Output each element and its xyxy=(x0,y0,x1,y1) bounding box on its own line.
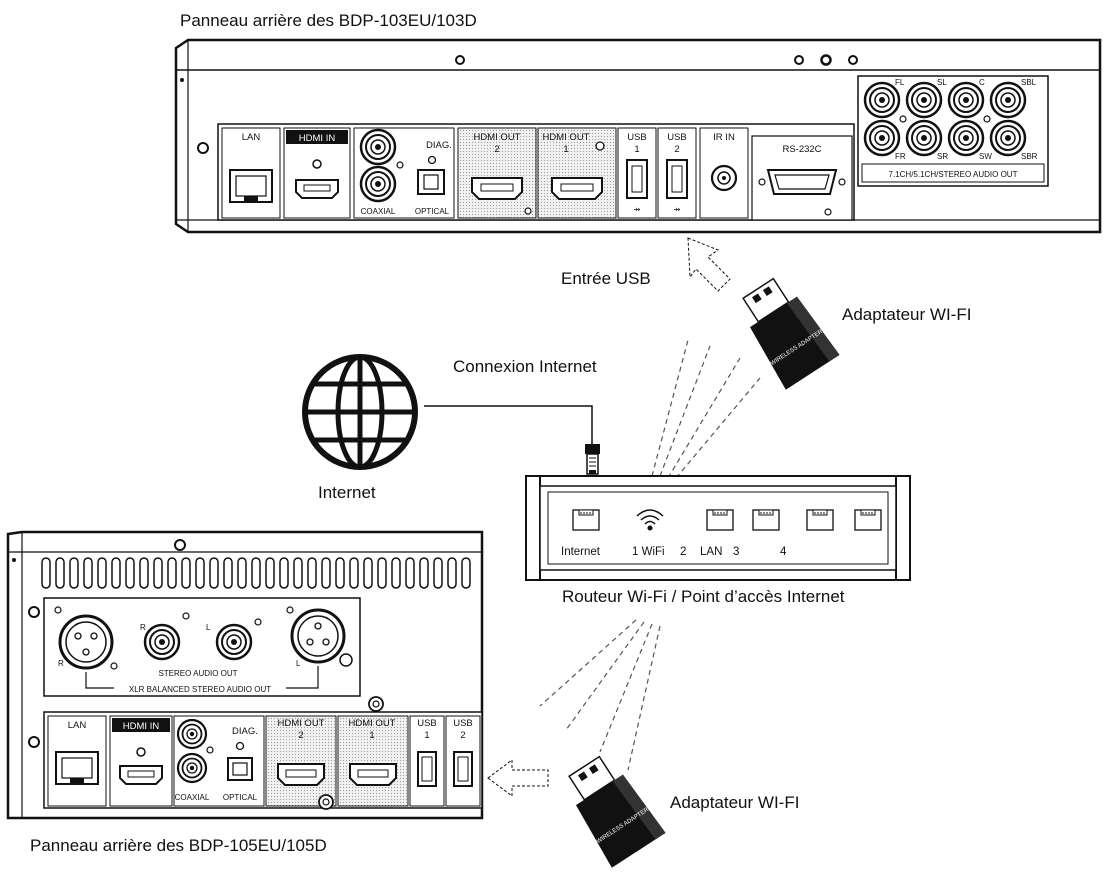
svg-text:3: 3 xyxy=(733,546,739,558)
svg-text:1: 1 xyxy=(563,144,568,155)
xlr-left-connector xyxy=(290,608,346,664)
bottom-vents xyxy=(41,557,471,589)
internet-caption: Internet xyxy=(318,483,376,502)
wifi-adapter-top-caption: Adaptateur WI-FI xyxy=(842,305,971,324)
top-lan-port: LAN xyxy=(221,127,281,219)
top-panel-caption: Panneau arrière des BDP-103EU/103D xyxy=(180,11,477,30)
svg-text:LAN: LAN xyxy=(700,546,722,558)
svg-text:LAN: LAN xyxy=(68,720,87,731)
router-lan-port-4 xyxy=(854,509,882,531)
svg-text:1: 1 xyxy=(424,730,429,741)
top-hdmi-in-port: HDMI IN xyxy=(283,127,351,219)
svg-text:2: 2 xyxy=(680,546,686,558)
svg-text:⇸: ⇸ xyxy=(674,205,681,214)
top-usb-1-port: USB 1 ⇸ xyxy=(617,127,657,219)
svg-text:SL: SL xyxy=(937,78,947,87)
svg-text:USB: USB xyxy=(667,132,687,143)
svg-text:HDMI IN: HDMI IN xyxy=(123,721,160,732)
xlr-right-connector xyxy=(58,614,114,670)
svg-text:RS-232C: RS-232C xyxy=(782,144,821,155)
svg-text:SW: SW xyxy=(979,152,992,161)
svg-text:COAXIAL: COAXIAL xyxy=(361,207,396,216)
svg-text:4: 4 xyxy=(780,546,787,558)
usb-input-caption: Entrée USB xyxy=(561,269,651,288)
bottom-lan-port: LAN xyxy=(47,715,107,807)
top-digital-audio-block: DIAG. COAXIAL OPTICAL xyxy=(353,127,455,219)
svg-text:1: 1 xyxy=(634,144,639,155)
globe-icon xyxy=(302,354,418,470)
svg-text:L: L xyxy=(206,623,211,632)
svg-text:2: 2 xyxy=(674,144,679,155)
svg-text:HDMI IN: HDMI IN xyxy=(299,133,336,144)
bottom-usb-1-port: USB 1 xyxy=(409,715,445,807)
bottom-panel-caption: Panneau arrière des BDP-105EU/105D xyxy=(30,836,327,855)
svg-text:2: 2 xyxy=(298,730,303,741)
wireless-signal-bottom xyxy=(539,619,661,771)
wifi-adapter-top: WIRELESS ADAPTER xyxy=(742,277,840,390)
wireless-signal-top xyxy=(651,339,761,479)
wifi-router: Internet 1 WiFi 2 LAN 3 4 xyxy=(525,475,911,581)
svg-text:Internet: Internet xyxy=(561,546,601,558)
svg-text:USB: USB xyxy=(453,718,473,729)
svg-text:SBR: SBR xyxy=(1021,152,1038,161)
router-lan-port-1 xyxy=(706,509,734,531)
svg-text:USB: USB xyxy=(417,718,437,729)
wifi-icon xyxy=(636,509,664,531)
usb-input-arrow-bottom xyxy=(487,759,549,797)
svg-text:1: 1 xyxy=(369,730,374,741)
bottom-analog-audio-block: R R L STEREO AUDIO OUT L XLR BALANCED xyxy=(43,597,361,697)
bottom-hdmi-out-2-port: HDMI OUT 2 xyxy=(265,715,337,810)
svg-text:2: 2 xyxy=(494,144,499,155)
wifi-adapter-bottom: WIRELESS ADAPTER xyxy=(568,755,666,868)
top-usb-2-port: USB 2 ⇸ xyxy=(657,127,697,219)
svg-text:USB: USB xyxy=(627,132,647,143)
router-lan-port-3 xyxy=(806,509,834,531)
svg-text:C: C xyxy=(979,78,985,87)
svg-text:STEREO AUDIO OUT: STEREO AUDIO OUT xyxy=(158,669,237,678)
svg-text:SR: SR xyxy=(937,152,948,161)
wifi-adapter-bottom-caption: Adaptateur WI-FI xyxy=(670,793,799,812)
svg-text:HDMI OUT: HDMI OUT xyxy=(349,718,396,729)
svg-text:OPTICAL: OPTICAL xyxy=(415,207,450,216)
svg-text:R: R xyxy=(58,659,64,668)
svg-text:FR: FR xyxy=(895,152,906,161)
svg-text:L: L xyxy=(296,659,301,668)
svg-text:⇸: ⇸ xyxy=(634,205,641,214)
top-multichannel-audio-block: FL SL C SBL FR SR SW SBR 7.1CH/5.1CH/STE… xyxy=(857,75,1049,187)
usb-input-arrow-top xyxy=(687,237,731,292)
svg-text:COAXIAL: COAXIAL xyxy=(175,793,210,802)
top-ir-in-port: IR IN xyxy=(699,127,749,219)
svg-text:IR IN: IR IN xyxy=(713,132,735,143)
ethernet-plug-icon xyxy=(585,444,600,475)
svg-text:7.1CH/5.1CH/STEREO AUDIO OUT: 7.1CH/5.1CH/STEREO AUDIO OUT xyxy=(889,170,1018,179)
svg-text:XLR BALANCED STEREO AUDIO OUT: XLR BALANCED STEREO AUDIO OUT xyxy=(129,685,271,694)
svg-text:2: 2 xyxy=(460,730,465,741)
router-caption: Routeur Wi-Fi / Point d’accès Internet xyxy=(562,587,845,606)
bottom-hdmi-out-1-port: HDMI OUT 1 xyxy=(337,715,409,807)
bottom-hdmi-in-port: HDMI IN xyxy=(109,715,173,807)
bottom-usb-2-port: USB 2 xyxy=(445,715,481,807)
svg-text:FL: FL xyxy=(895,78,905,87)
bottom-digital-audio-block: DIAG. COAXIAL OPTICAL xyxy=(173,715,265,807)
top-hdmi-out-2-port: HDMI OUT 2 xyxy=(457,127,537,219)
top-player-panel: Panneau arrière des BDP-103EU/103D LAN H… xyxy=(174,11,1102,234)
svg-text:HDMI OUT: HDMI OUT xyxy=(474,132,521,143)
svg-text:R: R xyxy=(140,623,146,632)
bottom-player-panel: R R L STEREO AUDIO OUT L XLR BALANCED xyxy=(6,530,484,855)
internet-connection-caption: Connexion Internet xyxy=(453,357,597,376)
svg-text:OPTICAL: OPTICAL xyxy=(223,793,258,802)
svg-text:DIAG.: DIAG. xyxy=(232,726,258,737)
top-hdmi-out-1-port: HDMI OUT 1 xyxy=(537,127,617,219)
svg-text:LAN: LAN xyxy=(242,132,261,143)
router-internet-port xyxy=(572,509,600,531)
svg-text:HDMI OUT: HDMI OUT xyxy=(278,718,325,729)
router-lan-port-2 xyxy=(752,509,780,531)
svg-text:1 WiFi: 1 WiFi xyxy=(632,546,665,558)
top-rs232c-port: RS-232C xyxy=(751,135,853,221)
svg-text:DIAG.: DIAG. xyxy=(426,140,452,151)
svg-text:SBL: SBL xyxy=(1021,78,1037,87)
svg-text:HDMI OUT: HDMI OUT xyxy=(543,132,590,143)
internet-connection-cable xyxy=(424,405,593,444)
